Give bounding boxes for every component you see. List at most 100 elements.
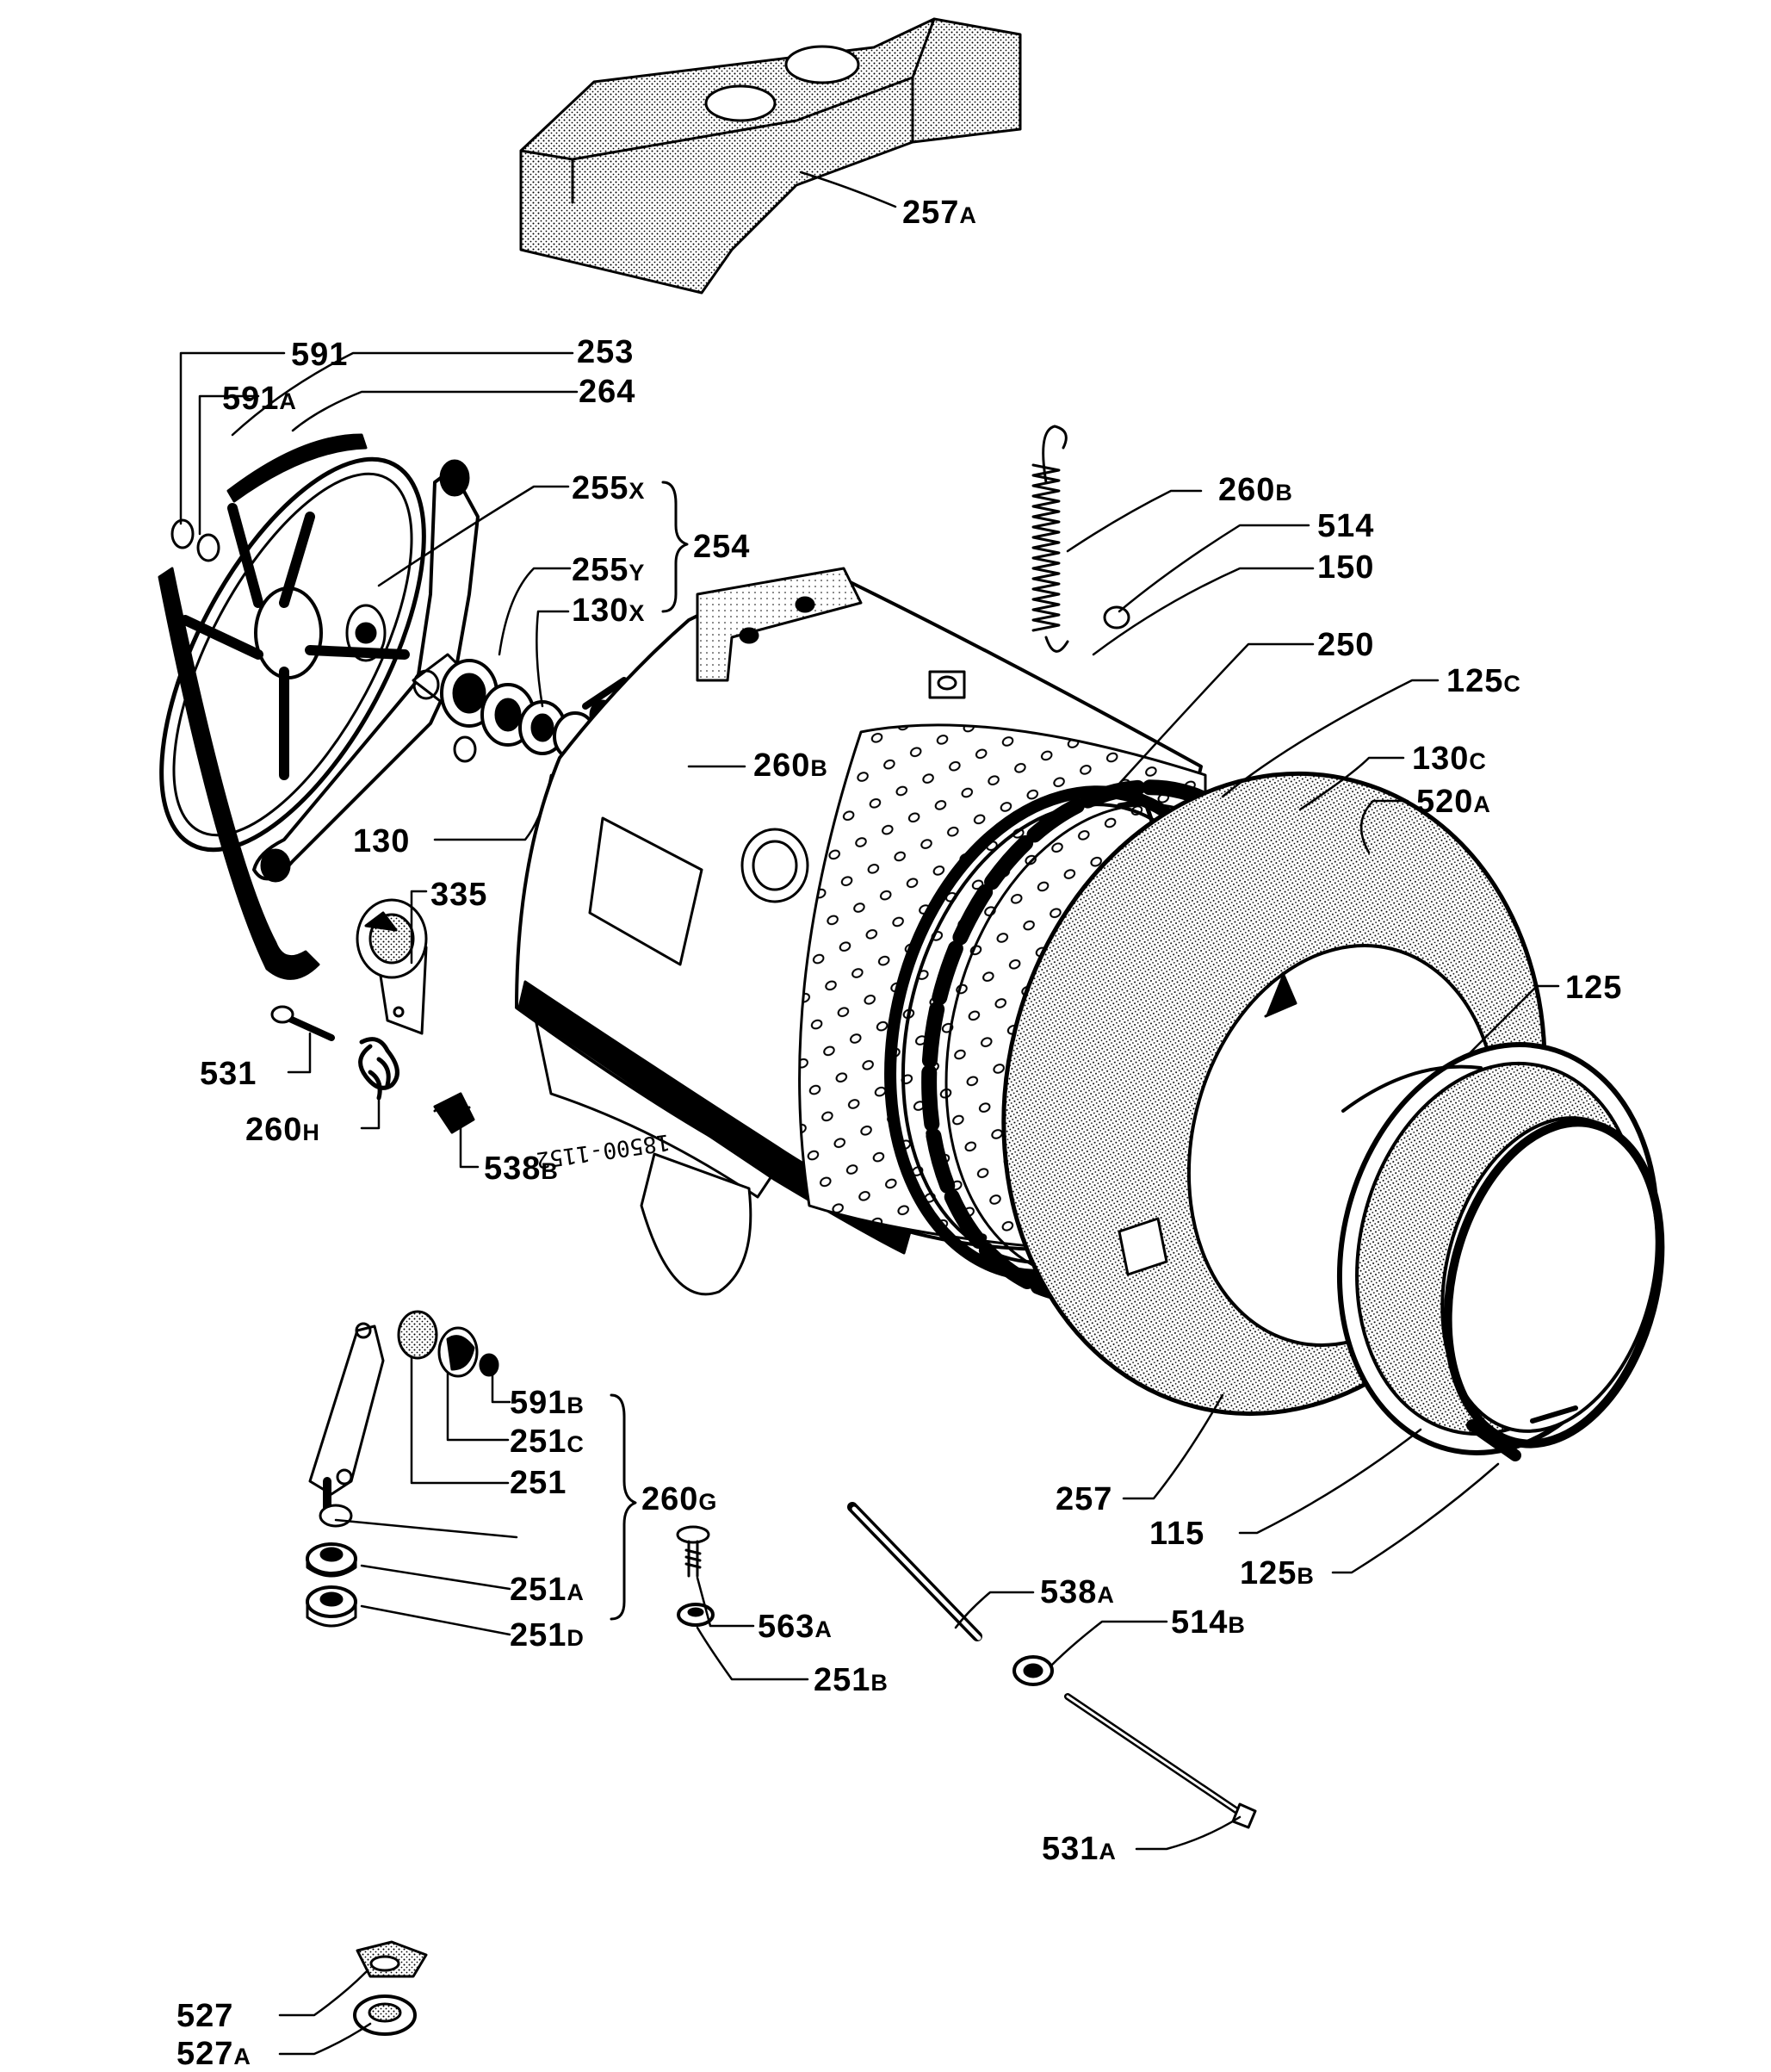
label-number: 538 <box>484 1151 542 1187</box>
label-number: 254 <box>693 529 751 565</box>
bushing-514b <box>1012 1655 1054 1686</box>
label-520a: 520A <box>1416 785 1491 818</box>
label-number: 538 <box>1040 1574 1098 1610</box>
label-260g: 260G <box>641 1483 717 1516</box>
clip-538b <box>433 1092 475 1134</box>
ring-591 <box>170 518 195 549</box>
label-suffix: B <box>567 1393 585 1418</box>
label-number: 531 <box>1042 1831 1099 1867</box>
screw-563a <box>676 1525 710 1578</box>
label-number: 260 <box>641 1481 699 1517</box>
label-538b: 538B <box>484 1152 559 1185</box>
label-591b: 591B <box>510 1387 585 1419</box>
label-suffix: A <box>959 202 977 228</box>
label-563a: 563A <box>758 1610 833 1643</box>
label-251c: 251C <box>510 1425 585 1458</box>
label-254: 254 <box>693 530 750 563</box>
label-suffix: B <box>870 1670 889 1696</box>
label-number: 255 <box>572 470 629 506</box>
label-suffix: C <box>1469 748 1487 774</box>
label-number: 514 <box>1171 1604 1229 1641</box>
label-suffix: B <box>541 1158 559 1184</box>
spring-260b-top <box>1031 425 1069 653</box>
label-suffix: B <box>1275 480 1293 506</box>
label-260h: 260H <box>245 1114 320 1146</box>
label-suffix: B <box>1297 1563 1315 1589</box>
bushing-251d <box>306 1585 357 1628</box>
label-514: 514 <box>1317 510 1374 543</box>
label-115: 115 <box>1149 1517 1204 1550</box>
label-suffix: A <box>1473 791 1491 817</box>
label-suffix: A <box>1097 1582 1115 1608</box>
label-suffix: H <box>302 1120 320 1145</box>
label-suffix: A <box>233 2044 251 2069</box>
pulley-264 <box>159 456 426 853</box>
rod-531a <box>1064 1693 1257 1829</box>
leader-lines <box>179 171 1560 2056</box>
brace-260g <box>610 1393 637 1621</box>
label-number: 260 <box>1218 472 1276 508</box>
label-591a: 591A <box>222 382 297 415</box>
ring-591a <box>196 533 220 562</box>
label-suffix: A <box>1099 1839 1117 1864</box>
belt-253 <box>158 433 368 980</box>
label-538a: 538A <box>1040 1576 1115 1609</box>
label-number: 257 <box>1056 1481 1113 1517</box>
label-251: 251 <box>510 1467 567 1499</box>
label-number: 591 <box>222 381 280 417</box>
label-251d: 251D <box>510 1619 585 1652</box>
label-suffix: B <box>1228 1612 1246 1638</box>
clamp-125b <box>1443 1118 1665 1461</box>
label-number: 591 <box>291 337 349 373</box>
bracket-335 <box>356 898 428 1035</box>
label-number: 130 <box>353 823 411 859</box>
label-number: 335 <box>430 877 488 913</box>
label-125c: 125C <box>1446 665 1521 698</box>
label-527a: 527A <box>176 2038 251 2070</box>
label-260b-top: 260B <box>1218 474 1293 506</box>
label-531a: 531A <box>1042 1833 1117 1865</box>
label-number: 251 <box>510 1465 567 1501</box>
label-suffix: Y <box>629 560 646 586</box>
label-number: 520 <box>1416 784 1474 820</box>
label-251a: 251A <box>510 1573 585 1606</box>
label-number: 251 <box>510 1424 567 1460</box>
label-number: 514 <box>1317 508 1375 544</box>
label-number: 531 <box>200 1056 257 1092</box>
label-number: 115 <box>1149 1516 1205 1552</box>
label-suffix: G <box>698 1489 718 1515</box>
label-number: 257 <box>902 195 960 231</box>
label-255x: 255X <box>572 472 645 505</box>
label-251b: 251B <box>814 1664 889 1697</box>
bolt-531 <box>270 1005 335 1041</box>
door-seal-115 <box>1336 1042 1660 1455</box>
plug-514 <box>1103 605 1130 630</box>
label-number: 150 <box>1317 549 1375 586</box>
label-257a: 257A <box>902 196 977 229</box>
label-125: 125 <box>1565 971 1622 1004</box>
label-335: 335 <box>430 878 487 911</box>
disc-251 <box>397 1310 438 1360</box>
label-591: 591 <box>291 338 348 371</box>
label-number: 125 <box>1446 663 1504 699</box>
label-suffix: B <box>810 755 828 781</box>
brace-254 <box>661 481 689 613</box>
label-257: 257 <box>1056 1483 1112 1516</box>
label-130c: 130C <box>1412 742 1487 775</box>
label-255y: 255Y <box>572 554 645 586</box>
label-130x: 130X <box>572 594 645 627</box>
label-suffix: C <box>567 1431 585 1457</box>
label-number: 130 <box>572 592 629 629</box>
label-number: 591 <box>510 1385 567 1421</box>
label-suffix: A <box>567 1579 585 1605</box>
label-527: 527 <box>176 2000 233 2032</box>
label-number: 527 <box>176 2036 234 2072</box>
label-number: 125 <box>1565 970 1623 1006</box>
label-number: 255 <box>572 552 629 588</box>
label-514b: 514B <box>1171 1606 1246 1639</box>
label-260b-mid: 260B <box>753 749 828 782</box>
label-125b: 125B <box>1240 1557 1315 1590</box>
label-suffix: A <box>814 1616 833 1642</box>
label-150: 150 <box>1317 551 1374 584</box>
